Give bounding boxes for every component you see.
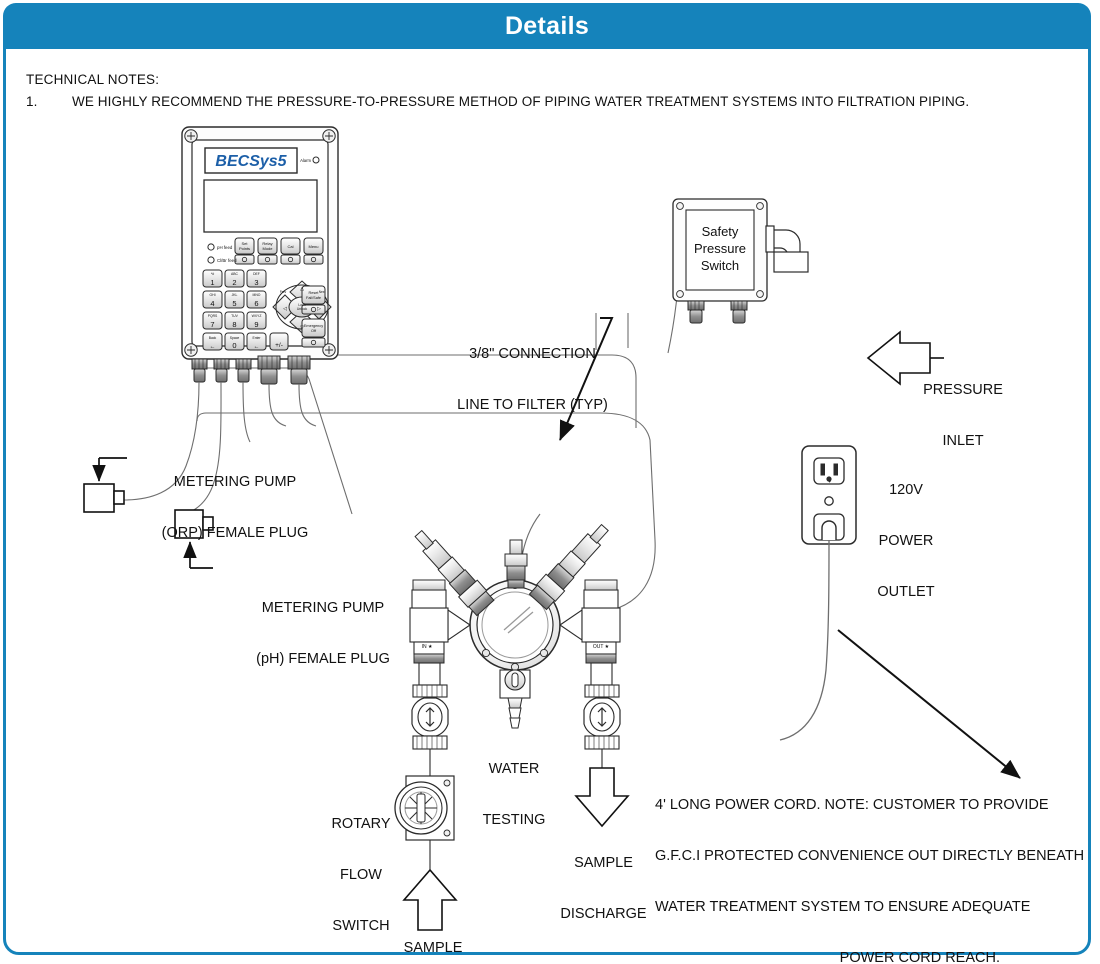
key-8-digit: 8 [232, 320, 236, 329]
connection-callout-leader [559, 317, 614, 441]
key-6-alpha: MNO [253, 293, 261, 297]
metering-pump-orp-plug [83, 483, 125, 513]
sidekey-emergency-line2: Off [311, 329, 317, 333]
sidekey-reset-line2: Fail/Safe [306, 296, 321, 300]
fkey-menu: Menu [308, 244, 318, 249]
ball-valve-left [411, 662, 449, 776]
indicator-label-clbr: Cl/Br feed [217, 258, 237, 263]
key-1-digit: 1 [210, 278, 214, 287]
indicator-label-ph: pH feed [217, 245, 233, 250]
key-5-digit: 5 [232, 299, 236, 308]
key-7-alpha: PQRS [208, 314, 218, 318]
safety-switch-line3: Switch [701, 258, 739, 273]
nav-up-glyph: △ [300, 286, 304, 292]
flowcell-outlet-arm [559, 579, 621, 664]
callout-water-testing: WATER TESTING [482, 761, 546, 828]
flowcell-inlet-label: IN ★ [422, 644, 433, 650]
callout-metering-pump-orp: METERING PUMP (ORP) FEMALE PLUG [161, 474, 309, 541]
fkey-relaymode-line1: Relay [262, 241, 272, 246]
note-text: WE HIGHLY RECOMMEND THE PRESSURE-TO-PRES… [72, 94, 970, 109]
cable-glands [191, 355, 311, 385]
key-backspace-glyph: ← [210, 344, 216, 350]
rotary-flow-switch [394, 775, 455, 872]
callout-metering-pump-ph: METERING PUMP (pH) FEMALE PLUG [256, 600, 390, 667]
power-outlet [801, 445, 857, 545]
key-3-digit: 3 [254, 278, 258, 287]
sample-discharge-arrow [574, 767, 630, 828]
technical-notes-heading: TECHNICAL NOTES: [26, 72, 160, 87]
key-6-digit: 6 [254, 299, 258, 308]
key-0-digit: 0 [232, 341, 236, 350]
key-plusminus: +/- [275, 342, 283, 349]
nav-right-glyph: ▷ [317, 306, 321, 312]
safety-pressure-switch [672, 198, 809, 324]
fkey-relaymode-line2: Mode [262, 246, 273, 251]
fkey-setpoints-line1: Set [241, 241, 248, 246]
key-4-alpha: GHI [209, 293, 215, 297]
callout-pressure-inlet: PRESSURE INLET [923, 382, 1003, 449]
key-2-alpha: ABC [231, 272, 239, 276]
technical-notes: TECHNICAL NOTES: 1. WE HIGHLY RECOMMEND … [26, 72, 1066, 109]
key-2-digit: 2 [232, 278, 236, 287]
system-diagram: BECSys5 Alarm pH feed Cl/Br feed Set Poi… [83, 126, 1021, 931]
safety-switch-line2: Pressure [694, 241, 746, 256]
controller-enclosure [181, 126, 339, 360]
ball-valve-right [583, 662, 621, 768]
key-back-alpha: Back [209, 336, 217, 340]
nav-down-glyph: ▽ [300, 325, 304, 331]
page-title: Details [504, 11, 590, 40]
key-1-alpha: *# [211, 272, 214, 276]
sensor-probe-center [504, 539, 528, 589]
sidekey-emergency-line1: Emergency [304, 324, 323, 328]
key-space-alpha: Space [230, 336, 240, 340]
key-enter-glyph: ← [254, 344, 260, 350]
sensor-probe-right [528, 523, 609, 611]
power-cord [779, 539, 830, 741]
key-3-alpha: DEF [253, 272, 260, 276]
key-4-digit: 4 [210, 299, 214, 308]
key-7-digit: 7 [210, 320, 214, 329]
sample-inlet-arrow [402, 868, 458, 931]
pressure-inlet-arrow [866, 330, 931, 386]
controller-logo: BECSys5 [215, 153, 287, 170]
key-9-digit: 9 [254, 320, 258, 329]
callout-power-cord-note: 4' LONG POWER CORD. NOTE: CUSTOMER TO PR… [655, 797, 1085, 964]
key-5-alpha: JKL [232, 293, 238, 297]
nav-prev-label: Prev [280, 290, 287, 294]
alarm-label: Alarm [300, 158, 311, 163]
header-bar: Details [3, 3, 1091, 49]
power-cord-note-leader [837, 629, 1021, 779]
flow-cell-assembly [409, 523, 621, 729]
nav-next-label: Next [319, 290, 326, 294]
key-9-alpha: WXYZ [252, 314, 262, 318]
sensor-probe-left [414, 529, 495, 617]
technical-note-item: 1. WE HIGHLY RECOMMEND THE PRESSURE-TO-P… [26, 94, 1066, 109]
flowcell-inlet-arm [409, 579, 471, 664]
fkey-setpoints-line2: Points [239, 246, 250, 251]
nav-left-glyph: ◁ [283, 306, 287, 312]
callout-sample-discharge: SAMPLE DISCHARGE [560, 855, 647, 922]
key-8-alpha: TUV [231, 314, 239, 318]
fkey-cal: Cal [287, 244, 293, 249]
note-number: 1. [26, 94, 38, 109]
metering-pump-ph-plug [174, 509, 214, 539]
callout-rotary-flow-switch: ROTARY FLOW SWITCH [331, 816, 391, 934]
safety-switch-line1: Safety [702, 224, 739, 239]
nav-center-line2: Unlock [297, 307, 308, 311]
callout-sample-inlet: SAMPLE INLET [403, 940, 463, 956]
callout-connection-line: 3/8" CONNECTION LINE TO FILTER (TYP) [457, 346, 608, 413]
key-enter-alpha: Enter [252, 336, 261, 340]
sidekey-reset-line1: Reset [309, 291, 320, 295]
callout-leaders [92, 457, 213, 569]
nav-center-line1: Lock [298, 303, 305, 307]
water-testing-valve [499, 669, 531, 729]
flowcell-outlet-label: OUT ★ [593, 644, 610, 650]
power-outlet-label: 120V POWER OUTLET [877, 482, 935, 600]
